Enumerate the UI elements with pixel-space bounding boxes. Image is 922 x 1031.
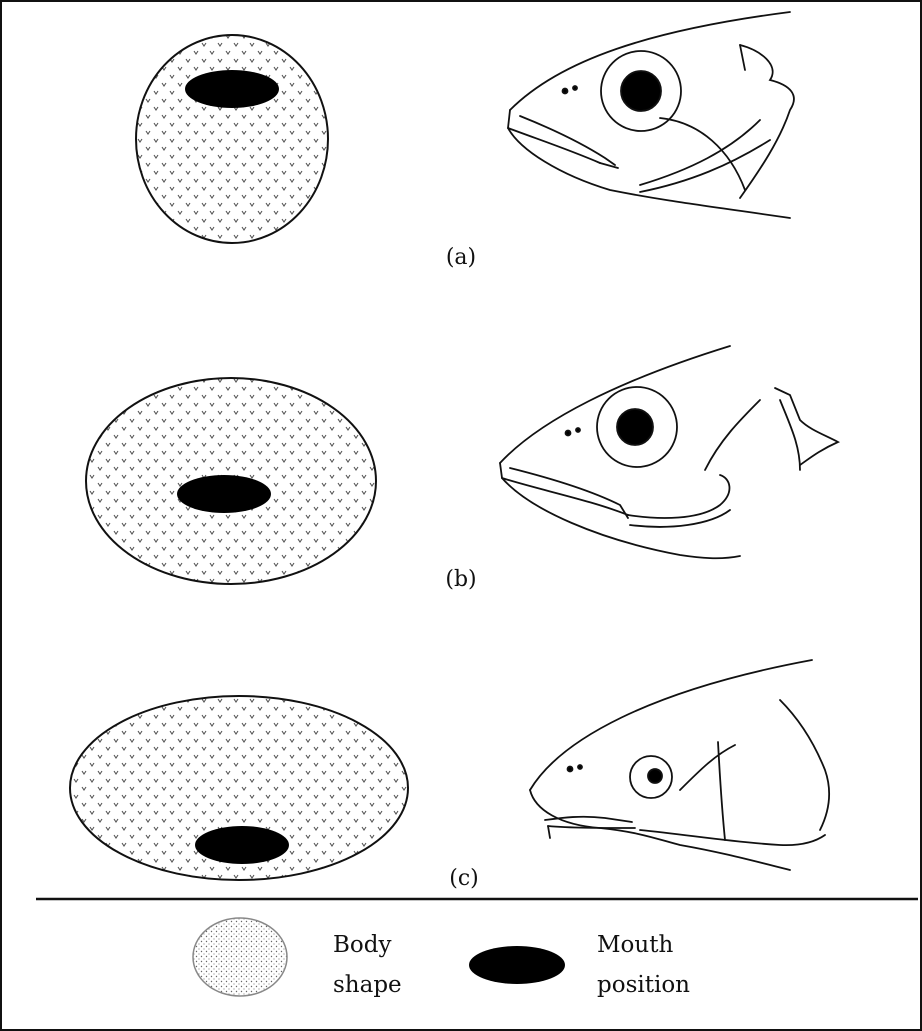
- panel-label-b: (b): [445, 567, 476, 592]
- panel-label-c: (c): [449, 866, 479, 891]
- mouth-position-c: [195, 826, 289, 864]
- panel-label-a: (a): [446, 245, 476, 270]
- legend-body-shape-swatch: [193, 918, 287, 996]
- mouth-position-a: [185, 70, 279, 108]
- legend-mouth-position-line1: Mouth: [597, 932, 673, 958]
- mouth-position-b: [177, 475, 271, 513]
- legend-body-shape-line1: Body: [333, 932, 391, 958]
- legend-mouth-position-swatch: [469, 946, 565, 984]
- body-shape-a: [136, 35, 328, 243]
- legend-body-shape-line2: shape: [333, 972, 402, 998]
- legend-mouth-position-line2: position: [597, 972, 690, 998]
